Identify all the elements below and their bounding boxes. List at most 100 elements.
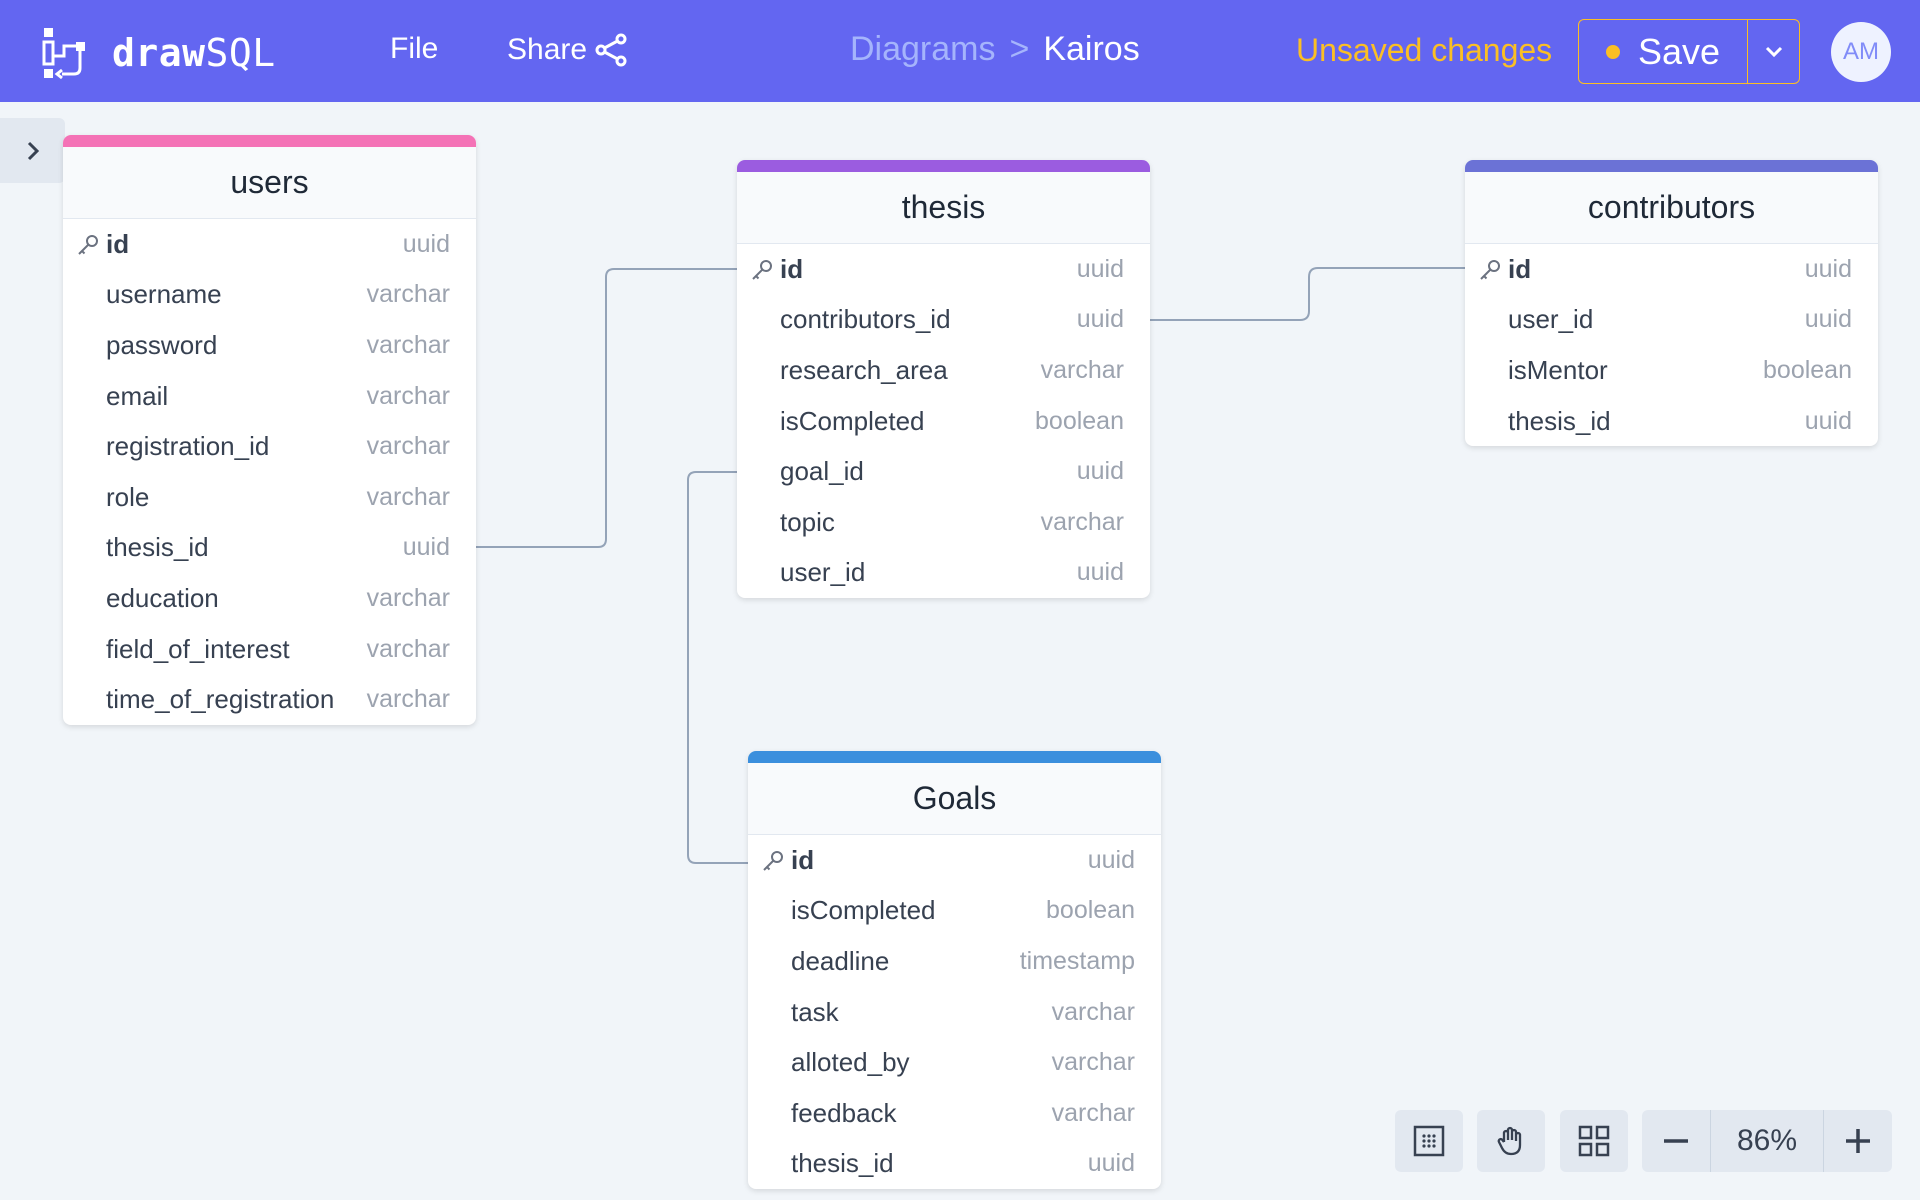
- unsaved-changes-status: Unsaved changes: [1296, 32, 1553, 68]
- diagram-title[interactable]: Kairos: [1043, 30, 1140, 68]
- table-header-contributors[interactable]: contributors: [1465, 172, 1878, 244]
- zoom-level[interactable]: 86%: [1710, 1110, 1824, 1172]
- column-type: boolean: [1046, 896, 1135, 925]
- table-color-bar: [63, 135, 476, 147]
- file-menu[interactable]: File: [390, 32, 439, 65]
- column-name: task: [791, 996, 839, 1027]
- table-row[interactable]: research_area varchar: [737, 345, 1150, 396]
- column-type: varchar: [1040, 355, 1124, 384]
- column-name: thesis_id: [791, 1148, 894, 1179]
- column-name: isCompleted: [791, 895, 936, 926]
- share-menu[interactable]: Share: [507, 32, 629, 68]
- column-type: varchar: [366, 583, 450, 612]
- snap-to-grid-button[interactable]: [1395, 1110, 1463, 1172]
- zoom-in-button[interactable]: [1824, 1110, 1892, 1172]
- auto-arrange-button[interactable]: [1560, 1110, 1628, 1172]
- drawsql-logo-icon: [42, 28, 85, 80]
- share-label: Share: [507, 33, 588, 66]
- column-type: timestamp: [1019, 946, 1135, 975]
- table-header-users[interactable]: users: [63, 147, 476, 219]
- column-type: uuid: [1076, 254, 1124, 283]
- column-name: id: [1508, 253, 1532, 284]
- column-name: education: [106, 582, 219, 613]
- primary-key-icon: [1480, 260, 1500, 280]
- column-name: email: [106, 380, 169, 411]
- primary-key-icon: [752, 260, 772, 280]
- save-button[interactable]: Save: [1579, 20, 1747, 83]
- save-label: Save: [1637, 30, 1721, 72]
- column-type: uuid: [1804, 305, 1852, 334]
- column-type: uuid: [1804, 254, 1852, 283]
- column-name: password: [106, 329, 218, 360]
- save-options-dropdown[interactable]: [1747, 20, 1799, 83]
- column-name: isCompleted: [780, 405, 925, 436]
- table-row[interactable]: deadline timestamp: [748, 936, 1161, 987]
- share-icon: [595, 33, 627, 67]
- logo[interactable]: drawSQL: [40, 26, 276, 80]
- column-name: deadline: [791, 945, 890, 976]
- pan-mode-button[interactable]: [1477, 1110, 1545, 1172]
- column-type: uuid: [1076, 305, 1124, 334]
- chevron-down-icon: [1765, 46, 1782, 57]
- column-name: user_id: [1508, 304, 1594, 335]
- column-type: varchar: [1040, 507, 1124, 536]
- table-row[interactable]: user_id uuid: [1465, 295, 1878, 346]
- table-row[interactable]: username varchar: [63, 270, 476, 321]
- column-name: field_of_interest: [106, 633, 290, 664]
- table-header-goals[interactable]: Goals: [748, 763, 1161, 835]
- zoom-out-button[interactable]: [1642, 1110, 1710, 1172]
- table-row[interactable]: id uuid: [1465, 244, 1878, 295]
- table-color-bar: [748, 751, 1161, 763]
- grid-snap-icon: [1413, 1125, 1445, 1157]
- breadcrumb-diagrams[interactable]: Diagrams: [850, 30, 996, 68]
- column-name: registration_id: [106, 431, 270, 462]
- column-name: username: [106, 279, 222, 310]
- column-name: role: [106, 481, 150, 512]
- sidebar-toggle-button[interactable]: [0, 118, 65, 183]
- table-row[interactable]: isCompleted boolean: [748, 886, 1161, 937]
- table-header-thesis[interactable]: thesis: [737, 172, 1150, 244]
- table-color-bar: [1465, 160, 1878, 172]
- breadcrumb: Diagrams > Kairos: [850, 30, 1140, 69]
- top-bar: drawSQL File Share Diagrams > Kairos Uns…: [0, 0, 1920, 102]
- avatar[interactable]: AM: [1831, 22, 1891, 82]
- table-row[interactable]: education varchar: [63, 573, 476, 624]
- column-name: research_area: [780, 354, 948, 385]
- column-name: feedback: [791, 1097, 897, 1128]
- hand-pan-icon: [1497, 1126, 1522, 1156]
- column-type: varchar: [366, 280, 450, 309]
- column-type: uuid: [1076, 558, 1124, 587]
- minus-icon: [1664, 1139, 1688, 1143]
- column-type: boolean: [1763, 355, 1852, 384]
- table-color-bar: [737, 160, 1150, 172]
- relation-users-thesis: [476, 268, 737, 548]
